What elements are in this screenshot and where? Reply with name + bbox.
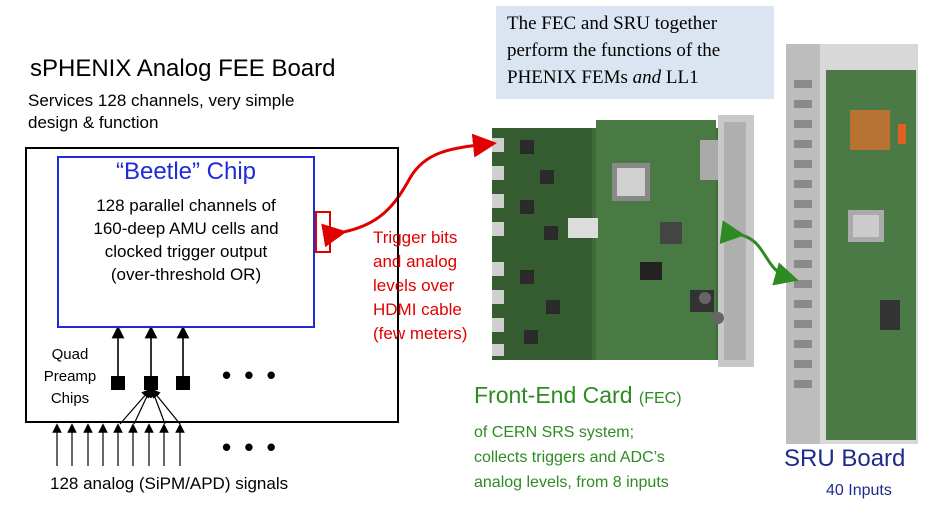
beetle-chip-description: 128 parallel channels of 160-deep AMU ce… <box>60 194 312 286</box>
preamp-chips <box>111 376 190 390</box>
beetle-desc-line-1: 128 parallel channels of <box>96 196 276 215</box>
beetle-desc-line-3: clocked trigger output <box>104 242 268 261</box>
hdmi-link-arrow <box>321 133 497 248</box>
fec-title-text: Front-End Card <box>474 382 633 408</box>
note-line-3-post: LL1 <box>661 67 699 88</box>
preamp-to-chip-arrows <box>111 325 190 376</box>
trigger-link-label: Trigger bits and analog levels over HDMI… <box>373 226 467 346</box>
fec-desc-line-2: collects triggers and ADC’s <box>474 449 665 466</box>
fec-title: Front-End Card (FEC) <box>474 382 682 409</box>
note-text: The FEC and SRU together perform the fun… <box>507 10 777 91</box>
fec-desc-line-1: of CERN SRS system; <box>474 424 635 441</box>
note-box <box>496 6 774 99</box>
fec-tag: (FEC) <box>638 390 682 407</box>
fee-board-subtitle-line-2: design & function <box>28 113 159 132</box>
fec-description: of CERN SRS system; collects triggers an… <box>474 420 669 495</box>
trigger-link-line-3: levels over <box>373 276 455 295</box>
preamp-label-line-1: Quad <box>51 346 89 363</box>
sru-board-photo <box>786 44 918 444</box>
note-line-1: The FEC and SRU together <box>507 13 718 34</box>
fee-board-subtitle-line-1: Services 128 channels, very simple <box>28 91 295 110</box>
note-line-3: PHENIX FEMs and LL1 <box>507 64 777 91</box>
fee-board-title: sPHENIX Analog FEE Board <box>30 55 336 82</box>
preamp-label: Quad Preamp Chips <box>38 344 102 410</box>
beetle-desc-line-4: (over-threshold OR) <box>110 265 262 284</box>
trigger-link-line-1: Trigger bits <box>373 228 458 247</box>
fec-board-photo <box>492 115 754 367</box>
fan-in-arrows <box>119 387 181 425</box>
signals-label: 128 analog (SiPM/APD) signals <box>50 474 289 493</box>
preamp-label-line-2: Preamp <box>43 368 97 385</box>
fec-sru-link-arrow <box>719 220 799 286</box>
note-line-3-pre: PHENIX FEMs <box>507 67 633 88</box>
beetle-chip-outline <box>57 156 315 328</box>
note-line-3-em: and <box>632 67 662 88</box>
fec-desc-line-3: analog levels, from 8 inputs <box>474 474 669 491</box>
trigger-link-line-5: (few meters) <box>373 324 468 343</box>
sru-inputs: 40 Inputs <box>826 482 892 499</box>
trigger-link-line-2: and analog <box>373 252 458 271</box>
preamp-label-line-3: Chips <box>50 390 90 407</box>
input-signal-arrows <box>52 423 185 466</box>
beetle-chip-title: “Beetle” Chip <box>115 158 257 185</box>
fee-board-subtitle: Services 128 channels, very simple desig… <box>28 90 294 134</box>
sru-title: SRU Board <box>784 445 906 472</box>
fee-board-outline <box>25 147 399 423</box>
ellipsis-signals: • • • <box>222 432 279 462</box>
note-line-2: perform the functions of the <box>507 40 721 61</box>
trigger-link-line-4: HDMI cable <box>373 300 462 319</box>
ellipsis-preamps: • • • <box>222 360 279 390</box>
beetle-desc-line-2: 160-deep AMU cells and <box>93 219 279 238</box>
